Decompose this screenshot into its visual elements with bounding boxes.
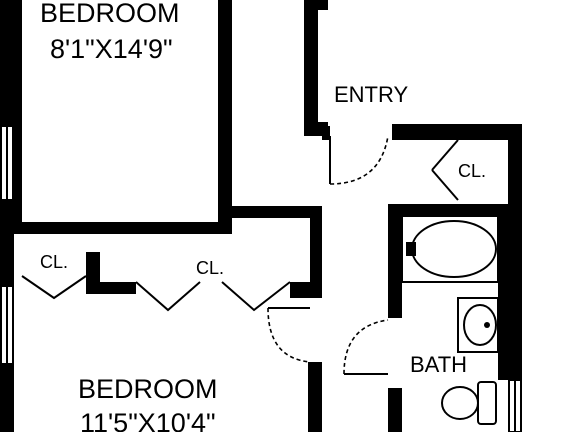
left-exterior-wall-top (0, 0, 14, 126)
closet-wall-under-1 (86, 282, 136, 294)
bath-door-swing (343, 319, 389, 375)
corridor-left-wall (310, 206, 322, 298)
top-bedroom-inner-wall (14, 0, 22, 234)
top-bedroom-size: 8'1"X14'9" (50, 34, 173, 64)
left-closet-label: CL. (40, 252, 68, 272)
labels: BEDROOM 8'1"X14'9" ENTRY CL. CL. CL. BAT… (40, 0, 486, 432)
entry-label: ENTRY (334, 82, 408, 107)
sink-counter (457, 297, 499, 353)
entry-door-swing (329, 135, 389, 185)
closet-wall-right (290, 282, 322, 298)
bathtub (401, 215, 499, 283)
sink-basin (463, 304, 497, 346)
entry-closet-top-wall (392, 124, 522, 140)
bath-left-wall (388, 204, 402, 318)
middle-closet-doors-2 (221, 281, 291, 312)
bath-right-inner-wall (498, 204, 508, 380)
right-exterior-wall (508, 124, 522, 380)
bottom-bedroom-name: BEDROOM (78, 374, 218, 404)
bathtub-faucet (406, 242, 416, 256)
bath-top-wall (388, 204, 498, 216)
entry-closet-label: CL. (458, 161, 486, 181)
fixtures (401, 215, 499, 425)
windows (0, 125, 522, 432)
bottom-bedroom-size: 11'5"X10'4" (80, 408, 216, 432)
left-exterior-wall-bottom (0, 364, 14, 432)
entry-closet-doors (431, 139, 459, 201)
walls (0, 0, 522, 432)
toilet-bowl (441, 386, 479, 420)
top-bedroom-right-wall (218, 0, 232, 234)
bathtub-basin (411, 220, 497, 278)
lower-corridor-wall (308, 362, 322, 432)
closet-top-wall (86, 252, 100, 264)
bedroom-door-swing (267, 307, 311, 363)
toilet-tank (477, 381, 497, 425)
top-bedroom-name: BEDROOM (40, 0, 180, 28)
middle-closet-label: CL. (196, 258, 224, 278)
top-bedroom-bottom-wall (14, 222, 232, 234)
left-closet-doors (21, 275, 87, 300)
corridor-top-wall (232, 206, 322, 218)
bath-left-wall-lower (388, 388, 402, 432)
doors (21, 135, 459, 375)
entry-left-wall (304, 0, 318, 128)
entry-left-jamb (318, 0, 328, 10)
entry-lower-block (322, 126, 330, 140)
middle-closet-doors-1 (135, 281, 201, 312)
left-exterior-wall-mid (0, 200, 14, 286)
sink-drain (484, 322, 490, 328)
bath-label: BATH (410, 352, 467, 377)
